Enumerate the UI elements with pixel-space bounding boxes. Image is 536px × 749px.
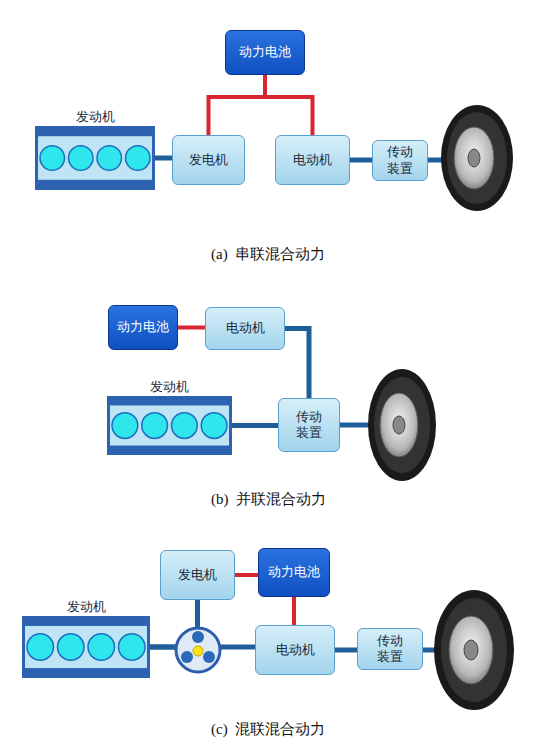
component-box: 发电机: [160, 550, 235, 600]
component-box: 电动机: [275, 135, 350, 185]
engine-cylinder: [97, 146, 122, 171]
engine-body: [22, 616, 150, 678]
engine-cylinder: [27, 634, 54, 661]
engine-cylinder: [88, 634, 115, 661]
electric-link: [292, 597, 296, 625]
engine-body: [107, 396, 232, 455]
figure-caption: (b) 并联混合动力: [211, 490, 326, 509]
component-box: 发电机: [172, 135, 245, 185]
engine-casing: [35, 126, 155, 190]
component-box: 电动机: [255, 625, 335, 675]
box-label: 动力电池: [117, 319, 169, 335]
engine-drawing: [22, 616, 150, 678]
engine-casing: [22, 616, 150, 678]
box-label: 发电机: [178, 567, 217, 583]
engine-casing: [107, 396, 232, 455]
planetary-gear: [176, 628, 220, 672]
battery-box: 动力电池: [108, 305, 178, 350]
electric-link: [235, 573, 258, 577]
engine-cylinder: [201, 413, 227, 439]
box-label: 电动机: [276, 642, 315, 658]
mechanical-link: [232, 423, 278, 428]
engine-cylinder: [58, 634, 85, 661]
component-box: 传动装置: [278, 398, 340, 452]
engine-cylinder: [142, 413, 168, 439]
engine-cylinder: [69, 146, 94, 171]
component-box: 传动装置: [357, 628, 423, 670]
engine-cylinder: [40, 146, 65, 171]
engine-drawing: [107, 396, 232, 455]
battery-box: 动力电池: [258, 548, 330, 597]
engine-block: 发动机: [107, 378, 232, 455]
wheel: [441, 105, 513, 211]
mechanical-link: [285, 329, 309, 399]
component-box: 电动机: [205, 307, 285, 350]
electric-link: [265, 75, 313, 135]
box-label: 发电机: [189, 152, 228, 168]
engine-drawing: [35, 126, 155, 190]
box-label: 电动机: [293, 152, 332, 168]
engine-block: 发动机: [22, 598, 150, 678]
engine-band: [110, 405, 229, 445]
engine-block: 发动机: [35, 108, 155, 190]
box-label: 动力电池: [268, 564, 320, 580]
engine-label: 发动机: [35, 108, 155, 126]
engine-label: 发动机: [22, 598, 150, 616]
engine-band: [38, 136, 152, 180]
box-label: 传动装置: [386, 144, 413, 177]
figure-caption: (c) 混联混合动力: [211, 720, 325, 739]
box-label: 电动机: [226, 320, 265, 336]
engine-band: [25, 626, 147, 668]
figure-caption: (a) 串联混合动力: [211, 245, 325, 264]
wheel: [368, 369, 436, 481]
electric-link: [209, 75, 266, 135]
battery-box: 动力电池: [225, 30, 305, 75]
engine-body: [35, 126, 155, 190]
engine-cylinder: [126, 146, 151, 171]
mechanical-link: [350, 158, 372, 163]
component-box: 传动装置: [372, 140, 428, 181]
engine-cylinder: [172, 413, 198, 439]
engine-cylinder: [112, 413, 138, 439]
box-label: 传动装置: [295, 409, 322, 442]
mechanical-link: [335, 648, 357, 653]
box-label: 传动装置: [376, 633, 403, 666]
electric-link: [178, 326, 205, 330]
box-label: 动力电池: [239, 44, 291, 60]
engine-cylinder: [119, 634, 146, 661]
mechanical-link: [155, 156, 172, 161]
engine-label: 发动机: [107, 378, 232, 396]
wheel: [434, 590, 514, 710]
